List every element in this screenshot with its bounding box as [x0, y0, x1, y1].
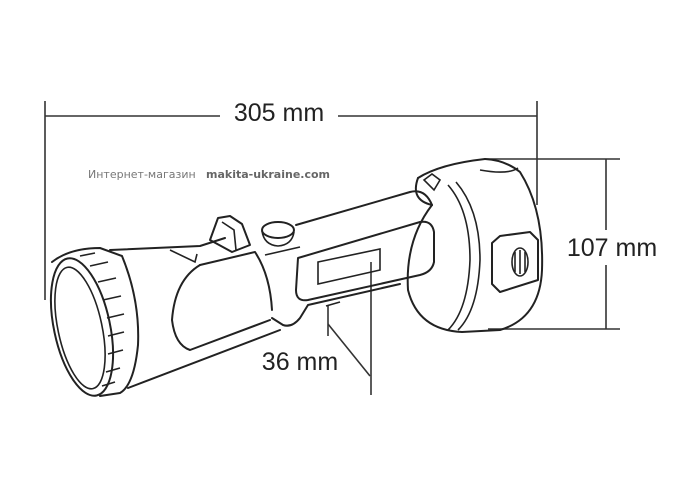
height-dimension: 107 mm [485, 158, 657, 330]
length-dimension: 305 mm [44, 99, 538, 300]
length-label: 305 mm [234, 99, 324, 127]
flashlight-drawing [49, 158, 544, 397]
height-label: 107 mm [567, 234, 657, 262]
handle-label: 36 mm [262, 348, 338, 376]
watermark-site: makita-ukraine.com [206, 168, 330, 181]
watermark-label: Интернет-магазин [88, 168, 196, 181]
handle-dimension: 36 mm [262, 262, 372, 395]
